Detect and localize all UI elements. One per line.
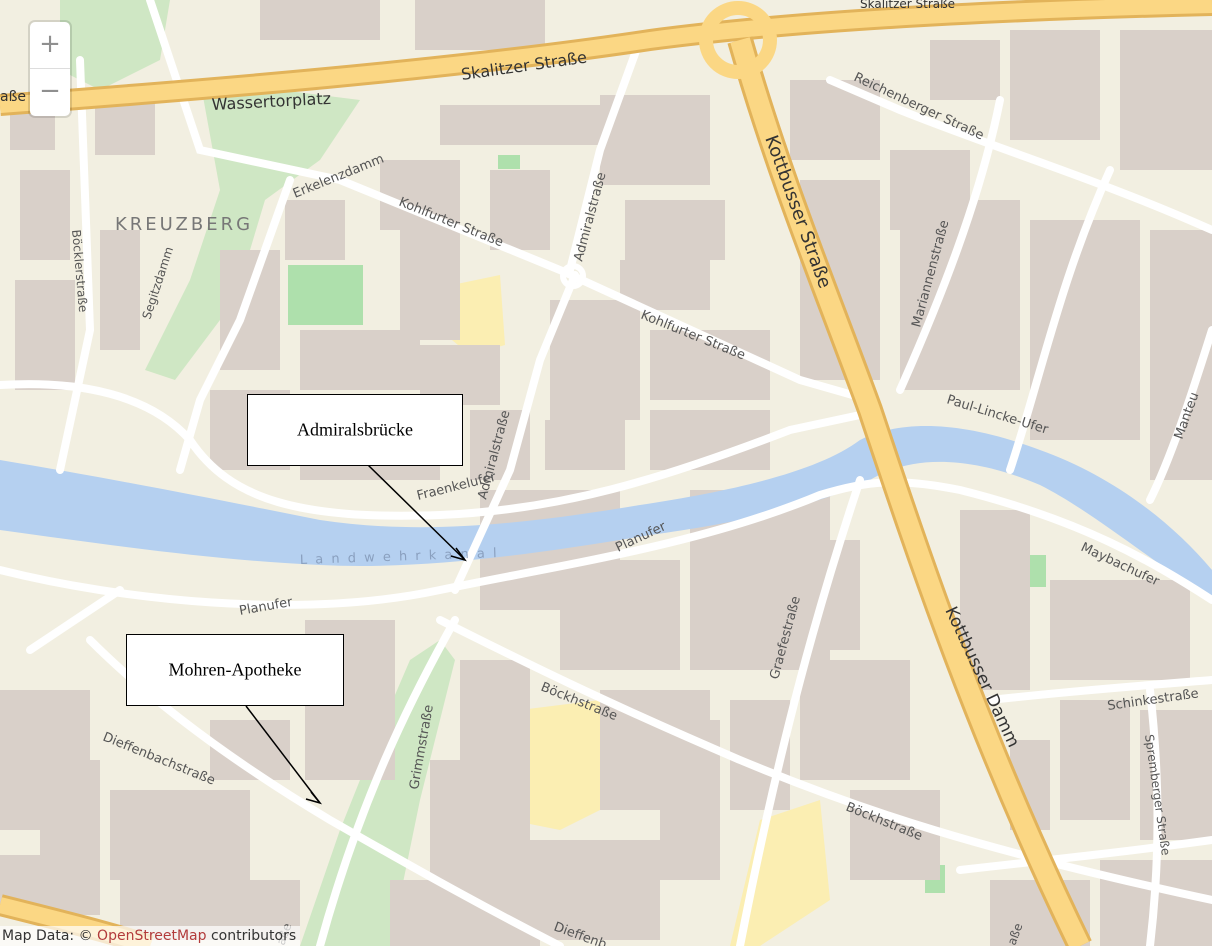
attribution-prefix: Map Data: © bbox=[2, 928, 98, 944]
arrow-admiralsbruecke bbox=[367, 464, 466, 561]
callout-admiralsbruecke-label: Admiralsbrücke bbox=[297, 419, 413, 440]
school-areas bbox=[452, 275, 830, 946]
street-label-skalitzer-top: Skalitzer Straße bbox=[860, 0, 955, 11]
district-label: KREUZBERG bbox=[115, 214, 253, 235]
callout-mohren-apotheke: Mohren-Apotheke bbox=[126, 634, 344, 706]
zoom-controls: + − bbox=[30, 22, 70, 116]
openstreetmap-link[interactable]: OpenStreetMap bbox=[97, 928, 207, 944]
callout-admiralsbruecke: Admiralsbrücke bbox=[247, 394, 463, 466]
roundabout-admiralstrasse bbox=[560, 263, 586, 289]
zoom-out-button[interactable]: − bbox=[39, 76, 61, 106]
map-attribution: Map Data: © OpenStreetMap contributors bbox=[0, 926, 301, 946]
callout-mohren-apotheke-label: Mohren-Apotheke bbox=[168, 659, 302, 680]
arrow-head-admiralsbruecke bbox=[450, 547, 467, 562]
landwehrkanal-water bbox=[0, 426, 1212, 600]
street-label-edge-left: aße bbox=[0, 89, 26, 105]
attribution-suffix: contributors bbox=[206, 928, 297, 944]
roundabout-kottbusser-tor bbox=[699, 1, 777, 79]
water-label: L a n d w e h r k a n a l bbox=[300, 546, 499, 568]
park-areas bbox=[60, 0, 1046, 946]
arrow-head-mohren-apotheke bbox=[305, 791, 323, 805]
street-label-bottom-edge-2: aße bbox=[1005, 921, 1026, 946]
callout-arrows bbox=[245, 464, 467, 805]
arrow-mohren-apotheke bbox=[245, 705, 321, 804]
zoom-in-button[interactable]: + bbox=[30, 22, 70, 69]
